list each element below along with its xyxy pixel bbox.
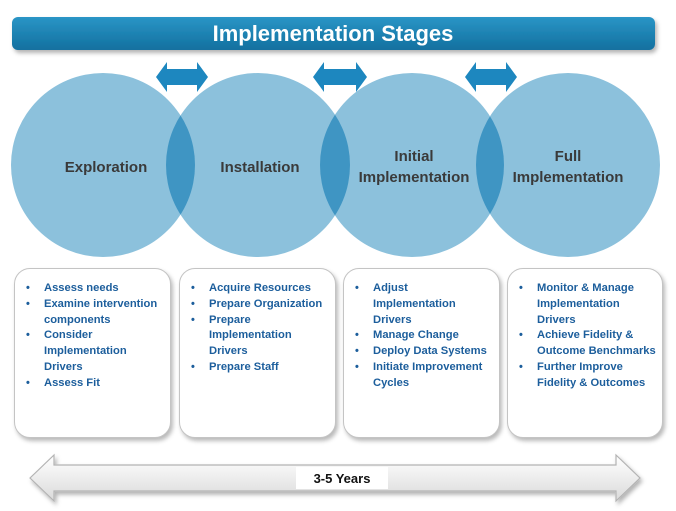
stage-label-exploration: Exploration — [65, 159, 148, 176]
stage-circles — [11, 73, 660, 257]
list-item: Initiate Improvement Cycles — [355, 360, 493, 392]
stage-labels: Exploration Installation Initial Impleme… — [65, 148, 624, 186]
list-item: Prepare Implementation Drivers — [191, 313, 329, 360]
stage-label-installation: Installation — [220, 159, 299, 176]
stage-label-full-line2: Implementation — [513, 169, 624, 186]
stage-label-initial-line2: Implementation — [359, 169, 470, 186]
double-arrow-icon — [465, 62, 517, 92]
stage-circle-installation — [166, 73, 350, 257]
timeline-duration-label: 3-5 Years — [314, 471, 371, 486]
list-item: Consider Implementation Drivers — [26, 328, 164, 375]
list-item: Assess needs — [26, 281, 164, 297]
double-arrow-icon — [156, 62, 208, 92]
list-item: Assess Fit — [26, 376, 164, 392]
activity-box-exploration: Assess needs Examine intervention compon… — [14, 268, 171, 438]
stage-circle-initial-implementation — [320, 73, 504, 257]
activity-list: Adjust Implementation Drivers Manage Cha… — [350, 281, 493, 392]
list-item: Prepare Organization — [191, 297, 329, 313]
transition-arrows — [156, 62, 517, 92]
page-title: Implementation Stages — [213, 21, 454, 46]
activity-box-installation: Acquire Resources Prepare Organization P… — [179, 268, 336, 438]
activity-list: Assess needs Examine intervention compon… — [21, 281, 164, 392]
activity-list: Acquire Resources Prepare Organization P… — [186, 281, 329, 376]
stage-circle-exploration — [11, 73, 195, 257]
title-banner: Implementation Stages — [12, 17, 655, 50]
activity-box-initial-implementation: Adjust Implementation Drivers Manage Cha… — [343, 268, 500, 438]
double-arrow-icon — [313, 62, 367, 92]
list-item: Deploy Data Systems — [355, 344, 493, 360]
list-item: Manage Change — [355, 328, 493, 344]
list-item: Examine intervention components — [26, 297, 164, 329]
list-item: Acquire Resources — [191, 281, 329, 297]
activity-box-full-implementation: Monitor & Manage Implementation Drivers … — [507, 268, 663, 438]
stage-circle-full-implementation — [476, 73, 660, 257]
list-item: Achieve Fidelity & Outcome Benchmarks — [519, 328, 656, 360]
list-item: Adjust Implementation Drivers — [355, 281, 493, 328]
stage-label-initial-line1: Initial — [394, 148, 433, 165]
list-item: Monitor & Manage Implementation Drivers — [519, 281, 656, 328]
stage-label-full-line1: Full — [555, 148, 582, 165]
timeline-label-background — [296, 467, 388, 489]
activity-list: Monitor & Manage Implementation Drivers … — [514, 281, 656, 392]
list-item: Further Improve Fidelity & Outcomes — [519, 360, 656, 392]
timeline-arrow: 3-5 Years — [29, 453, 641, 503]
list-item: Prepare Staff — [191, 360, 329, 376]
